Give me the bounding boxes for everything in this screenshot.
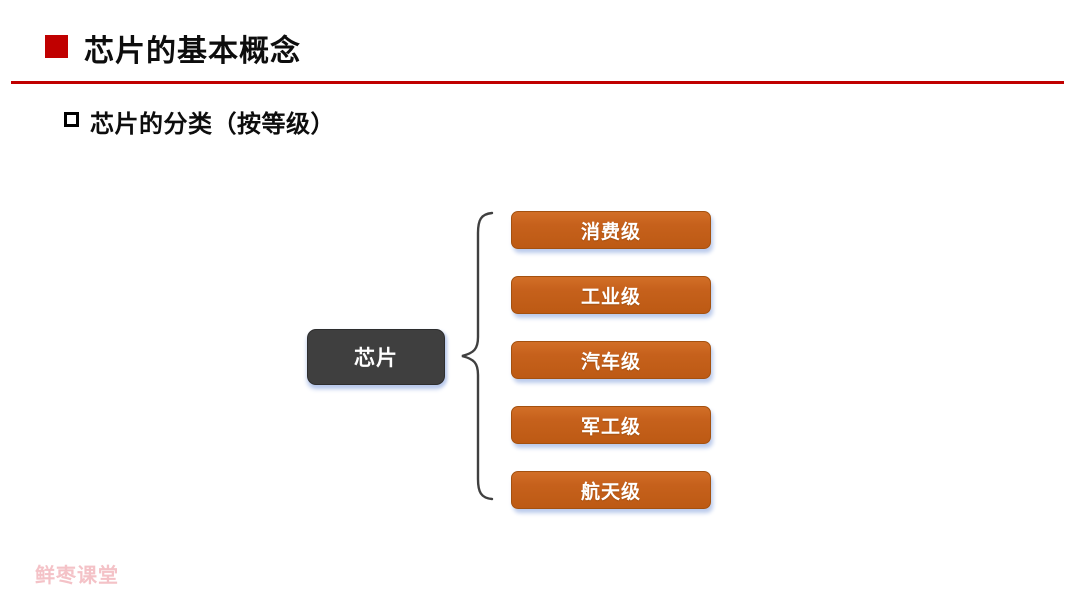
title-divider [11,81,1064,84]
subtitle-bullet-square-icon [64,112,79,127]
section-subtitle: 芯片的分类（按等级） [90,111,335,138]
category-label: 汽车级 [580,351,641,373]
category-node-aerospace: 航天级 [511,471,711,509]
category-label: 军工级 [580,416,641,438]
diagram-root-label: 芯片 [354,347,398,370]
watermark: 鲜枣课堂 [35,565,119,587]
category-list: 消费级 工业级 汽车级 军工级 航天级 [511,211,711,536]
category-node-consumer: 消费级 [511,211,711,249]
page-title: 芯片的基本概念 [84,35,301,68]
category-node-automotive: 汽车级 [511,341,711,379]
category-label: 消费级 [580,221,641,243]
curly-brace-icon [461,211,494,501]
category-node-industrial: 工业级 [511,276,711,314]
category-node-military: 军工级 [511,406,711,444]
category-label: 工业级 [580,286,641,308]
category-label: 航天级 [580,481,641,503]
title-bullet-square-icon [45,35,68,58]
diagram-root-node: 芯片 [307,329,445,385]
